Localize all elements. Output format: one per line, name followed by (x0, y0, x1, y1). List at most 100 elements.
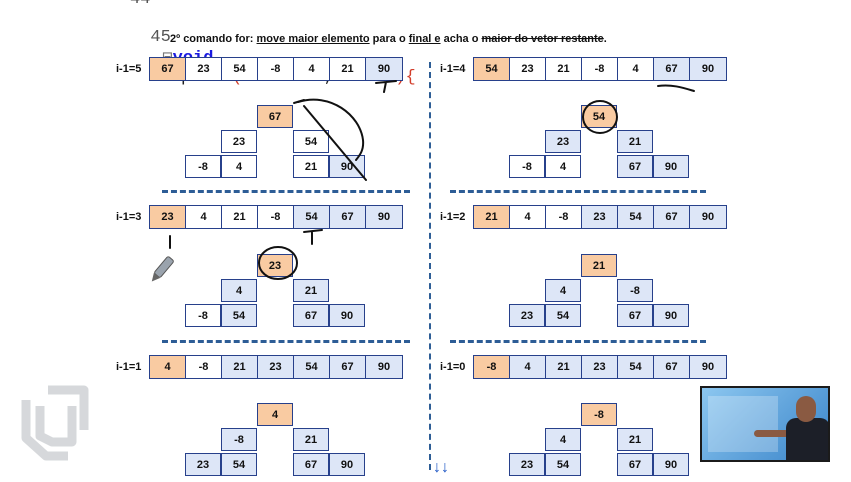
array-cell: 21 (474, 206, 510, 228)
array-cell: 21 (546, 356, 582, 378)
tree-node: -8 (185, 304, 221, 327)
array-cell: 21 (222, 206, 258, 228)
subtitle-part-4: final e (408, 33, 441, 45)
tree-node: 4 (221, 155, 257, 178)
panel-label: i-1=5 (116, 63, 142, 75)
tree-node: 21 (581, 254, 617, 277)
subtitle-part-6: maior do vetor restante (481, 33, 604, 45)
array-cell: -8 (582, 58, 618, 80)
tree-node: 4 (257, 403, 293, 426)
tree-node: 54 (545, 304, 581, 327)
prev-line-number: 44 (130, 0, 150, 9)
webcam-head (796, 396, 816, 422)
tree-node: 90 (653, 453, 689, 476)
tree-node: 21 (617, 428, 653, 451)
array-cell: 23 (186, 58, 222, 80)
array-cell: 90 (690, 58, 726, 80)
tree-node: 54 (221, 304, 257, 327)
array-cell: 90 (366, 356, 402, 378)
divider-1-right (450, 190, 706, 193)
tree-node: 67 (617, 453, 653, 476)
divider-2-right (450, 340, 706, 343)
array-cell: 23 (582, 356, 618, 378)
tree-node: 90 (329, 155, 365, 178)
webcam-body (786, 418, 828, 460)
line-number: 45 (150, 28, 171, 47)
tree-node: 23 (545, 130, 581, 153)
array-cell: 23 (150, 206, 186, 228)
array-cell: 90 (690, 206, 726, 228)
tree-node: -8 (509, 155, 545, 178)
tree-node: 23 (509, 304, 545, 327)
array-cell: 4 (294, 58, 330, 80)
array-cell: 4 (186, 206, 222, 228)
tree-node: 90 (329, 453, 365, 476)
array-cell: 4 (618, 58, 654, 80)
panel-label: i-1=3 (116, 211, 142, 223)
scroll-down-icon[interactable]: ↓↓ (433, 459, 449, 476)
tree-node: 54 (581, 105, 617, 128)
array-cell: 54 (618, 356, 654, 378)
subtitle-part-1: 2º comando for: (170, 33, 257, 45)
tree-node: 90 (653, 304, 689, 327)
array-cell: -8 (258, 206, 294, 228)
array-cell: 54 (294, 206, 330, 228)
array-cell: 4 (510, 206, 546, 228)
webcam-arm (754, 430, 794, 437)
tree-node: 67 (617, 304, 653, 327)
university-logo-icon (21, 385, 89, 461)
tree-node: 21 (293, 428, 329, 451)
tree-node: 54 (221, 453, 257, 476)
subtitle-part-5: acha o (440, 33, 482, 45)
array-cell: 4 (150, 356, 186, 378)
subtitle-part-2: move maior elemento (256, 33, 370, 45)
panel-label: i-1=4 (440, 63, 466, 75)
subtitle-part-3: para o (369, 33, 409, 45)
tree-node: 67 (617, 155, 653, 178)
tree-node: 23 (257, 254, 293, 277)
tree-node: 4 (545, 155, 581, 178)
array-cell: 23 (510, 58, 546, 80)
array-cell: 67 (150, 58, 186, 80)
array-cell: 54 (474, 58, 510, 80)
array-cell: 54 (294, 356, 330, 378)
tree-node: 21 (617, 130, 653, 153)
tree-node: 23 (509, 453, 545, 476)
array-cell: 21 (222, 356, 258, 378)
tree-node: 4 (545, 428, 581, 451)
tree-node: 54 (545, 453, 581, 476)
tree-node: 90 (329, 304, 365, 327)
tree-node: -8 (581, 403, 617, 426)
tree-node: 67 (257, 105, 293, 128)
array-cell: 67 (330, 206, 366, 228)
array-cell: -8 (258, 58, 294, 80)
array-cell: -8 (546, 206, 582, 228)
tree-node: 23 (185, 453, 221, 476)
panel-label: i-1=1 (116, 361, 142, 373)
array-cell: 4 (510, 356, 546, 378)
array-cell: 67 (654, 58, 690, 80)
pen-underline (657, 84, 695, 92)
tree-node: 23 (221, 130, 257, 153)
array-cell: 21 (546, 58, 582, 80)
tree-node: 4 (545, 279, 581, 302)
array-cell: 67 (330, 356, 366, 378)
array-cell: 67 (654, 356, 690, 378)
divider-1-left (162, 190, 410, 193)
array-cell: 90 (366, 206, 402, 228)
vertical-divider (429, 62, 431, 470)
presenter-webcam (700, 386, 830, 462)
array-cell: -8 (474, 356, 510, 378)
tree-node: -8 (185, 155, 221, 178)
panel-label: i-1=2 (440, 211, 466, 223)
tree-node: -8 (221, 428, 257, 451)
array-cell: 67 (654, 206, 690, 228)
tree-node: 21 (293, 155, 329, 178)
pen-cursor-icon (151, 256, 174, 282)
array-cell: -8 (186, 356, 222, 378)
